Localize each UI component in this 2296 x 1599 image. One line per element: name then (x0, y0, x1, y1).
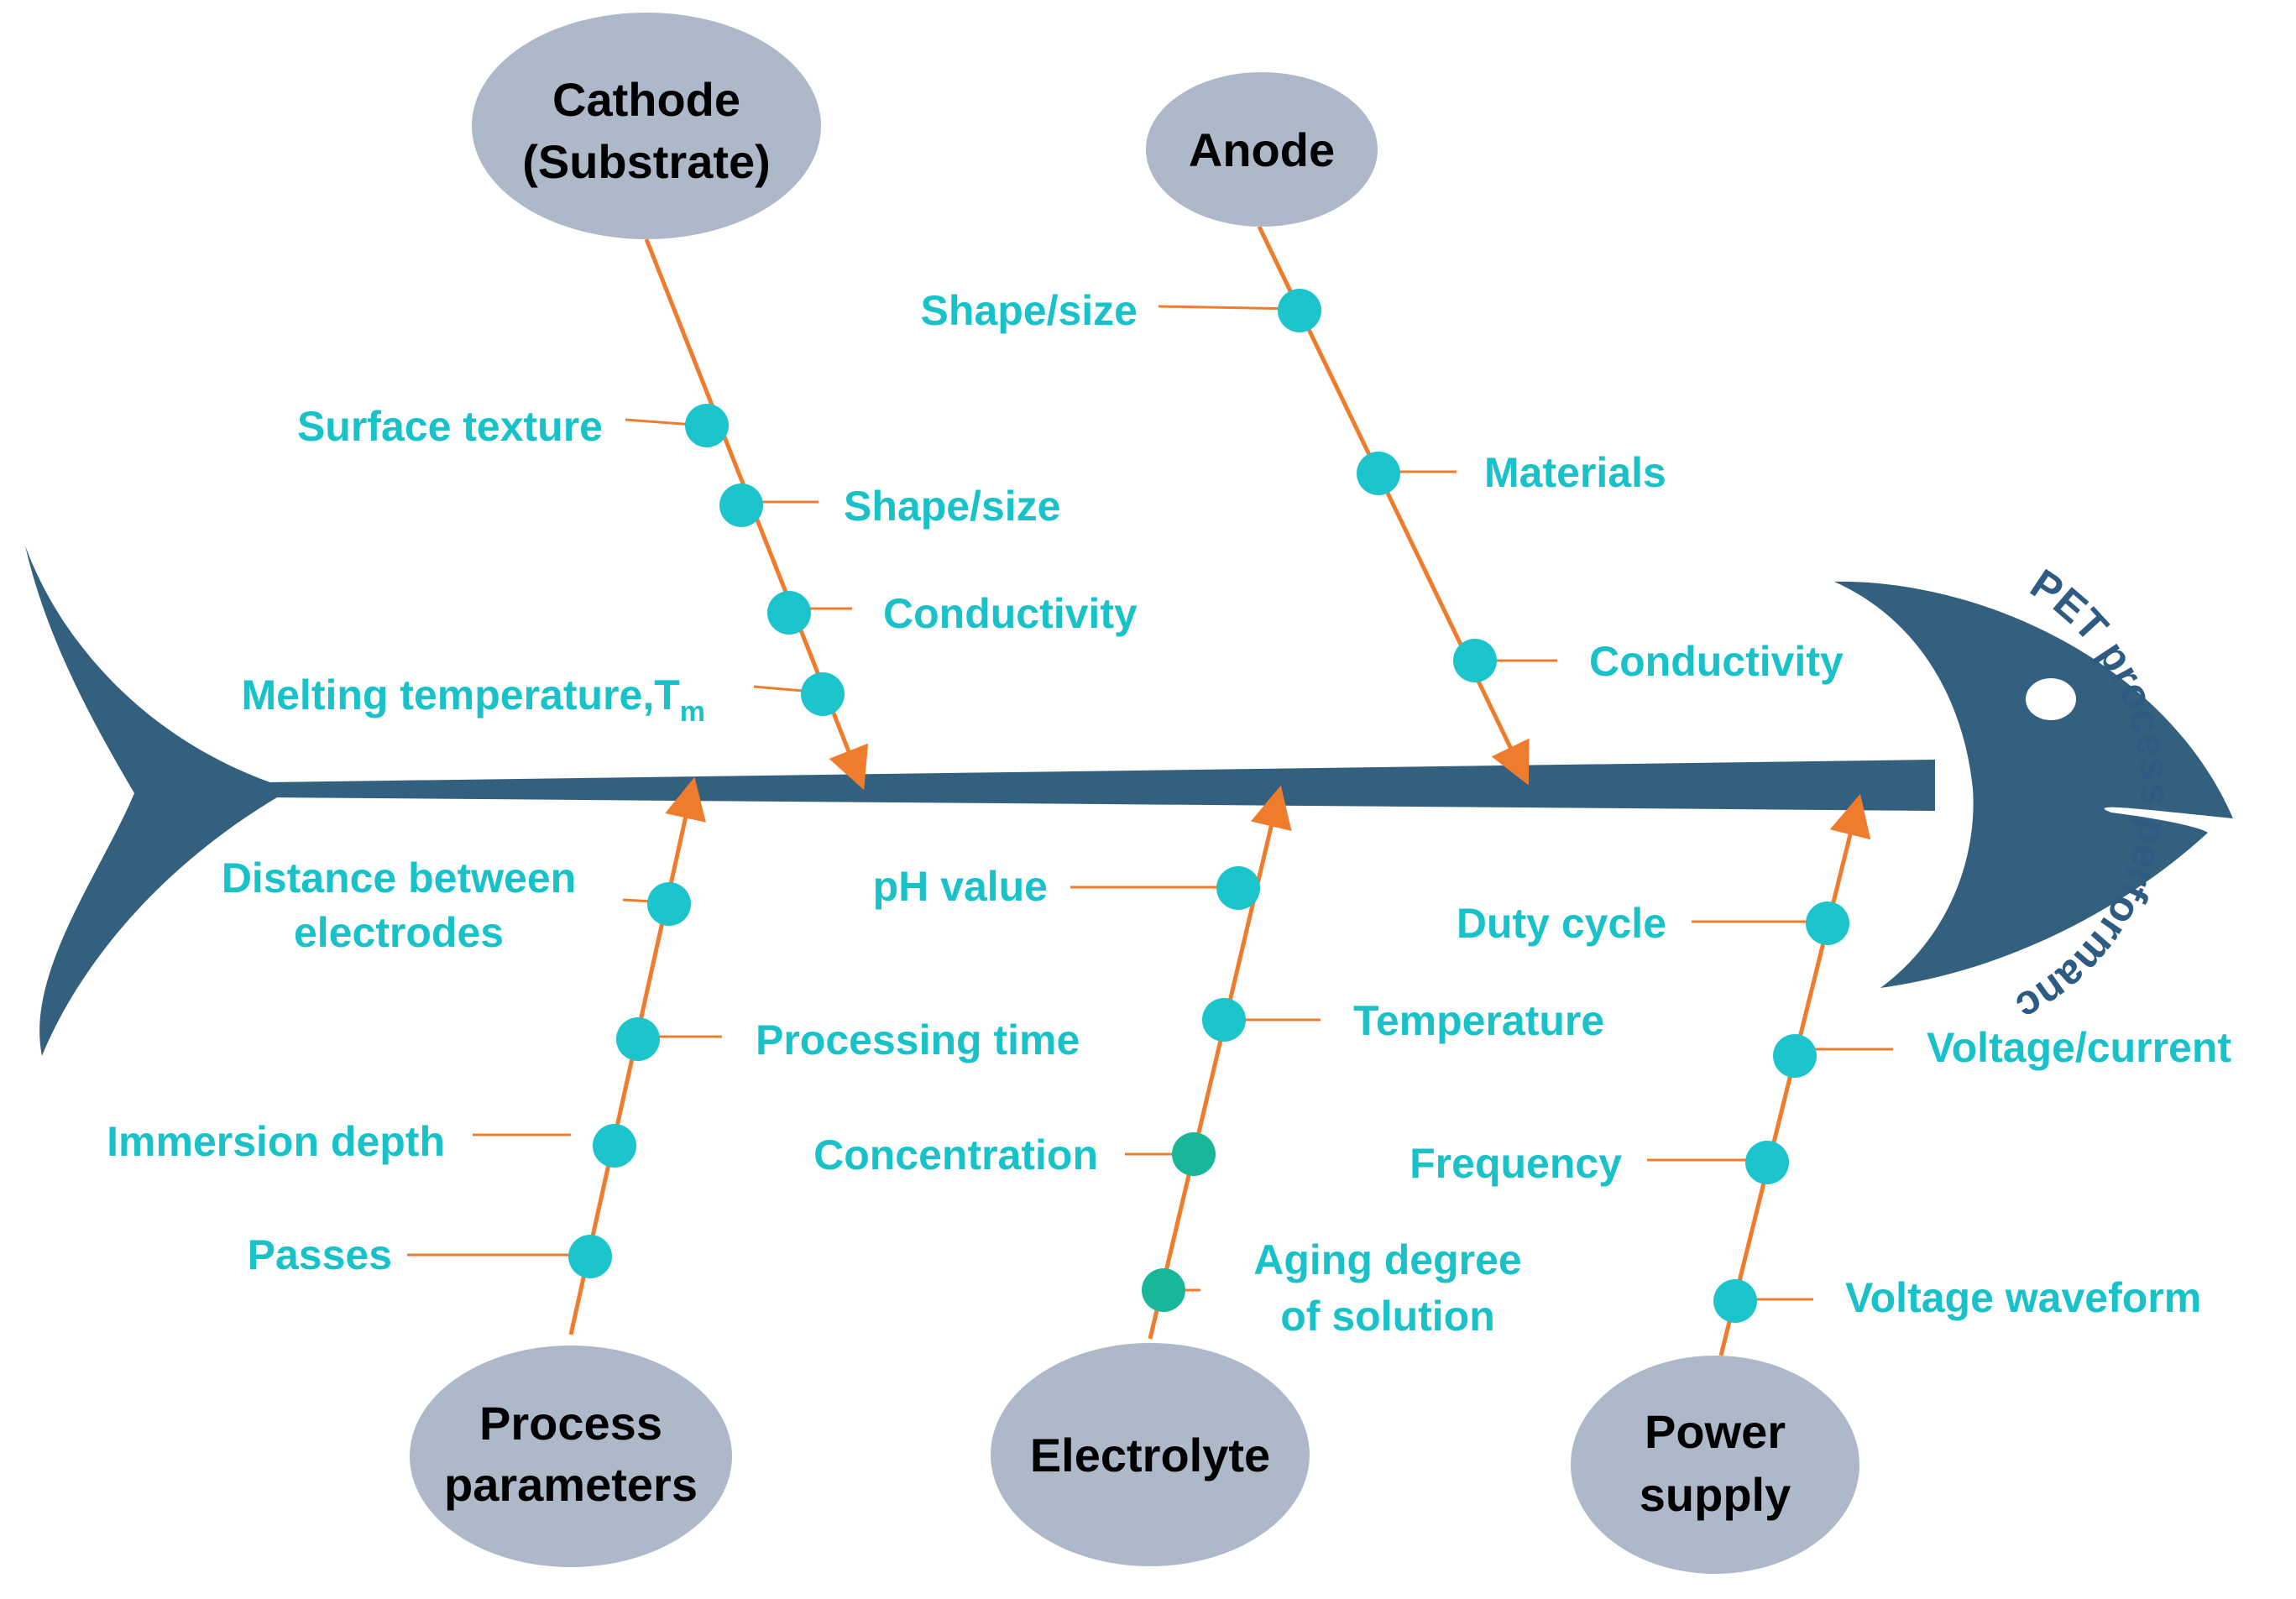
process-node-3 (593, 1124, 636, 1168)
factor-labels: Surface texture Shape/size Conductivity … (107, 287, 2231, 1340)
process-label-1: Process (479, 1397, 662, 1450)
cathode-label-2: (Substrate) (522, 135, 771, 188)
power-factor-duty-cycle: Duty cycle (1457, 900, 1666, 947)
anode-node-2 (1357, 452, 1400, 495)
process-factor-distance-1: Distance between (222, 854, 576, 901)
power-node-1 (1806, 901, 1849, 945)
power-node-3 (1745, 1141, 1789, 1184)
process-factor-immersion-depth: Immersion depth (107, 1118, 445, 1165)
electrolyte-factor-aging-1: Aging degree (1253, 1236, 1521, 1283)
electrolyte-factor-ph: pH value (873, 863, 1048, 910)
power-label-2: supply (1640, 1468, 1791, 1521)
electrolyte-node-4 (1142, 1268, 1185, 1312)
melting-temperature-main: Melting temperature,T (241, 671, 679, 719)
electrolyte-factor-concentration: Concentration (813, 1131, 1098, 1178)
process-node-4 (568, 1235, 612, 1278)
cathode-node-1 (685, 404, 729, 447)
fish-tail (25, 546, 277, 1056)
anode-label: Anode (1189, 123, 1335, 176)
power-node-4 (1713, 1279, 1757, 1323)
electrolyte-label: Electrolyte (1030, 1429, 1270, 1481)
fish-spine (269, 760, 1935, 811)
electrolyte-node-1 (1216, 866, 1260, 910)
process-node-1 (647, 882, 691, 926)
anode-factor-materials: Materials (1484, 449, 1666, 496)
electrolyte-factor-aging-2: of solution (1280, 1293, 1495, 1340)
power-factor-frequency: Frequency (1410, 1140, 1622, 1187)
process-factor-processing-time: Processing time (756, 1016, 1080, 1063)
power-label-1: Power (1645, 1405, 1786, 1458)
electrolyte-ellipse (991, 1343, 1310, 1566)
cathode-node-2 (719, 483, 763, 527)
anode-ellipse (1146, 72, 1378, 227)
process-ellipse (410, 1346, 732, 1567)
cathode-factor-shape-size: Shape/size (844, 483, 1060, 530)
process-label-2: parameters (444, 1458, 698, 1511)
power-factor-voltage-current: Voltage/current (1927, 1024, 2231, 1071)
anode-factor-conductivity: Conductivity (1589, 638, 1844, 685)
process-node-2 (616, 1017, 660, 1061)
cathode-factor-conductivity: Conductivity (883, 590, 1138, 637)
electrolyte-node-3 (1172, 1132, 1216, 1176)
cathode-node-3 (767, 591, 811, 635)
power-node-2 (1773, 1034, 1817, 1078)
power-bone (1718, 793, 1871, 1356)
electrolyte-node-2 (1202, 998, 1246, 1042)
process-factor-distance-2: electrodes (294, 909, 504, 956)
power-ellipse (1571, 1356, 1859, 1574)
power-factor-voltage-waveform: Voltage waveform (1845, 1274, 2201, 1321)
anode-sub-1 (1158, 305, 1298, 311)
fish-head (1834, 581, 2233, 988)
cathode-node-4 (801, 672, 845, 716)
anode-node-3 (1453, 639, 1497, 682)
category-ellipses: Cathode (Substrate) Anode Process parame… (410, 13, 1859, 1574)
anode-node-1 (1278, 289, 1321, 332)
cathode-factor-surface-texture: Surface texture (297, 403, 603, 450)
melting-temperature-subscript: m (680, 696, 705, 728)
cathode-label-1: Cathode (552, 73, 740, 126)
process-factor-passes: Passes (248, 1231, 392, 1278)
cathode-factor-melting-temperature: Melting temperature,Tm (241, 671, 705, 728)
anode-factor-shape-size: Shape/size (921, 287, 1138, 334)
nodes (568, 289, 1849, 1323)
cathode-ellipse (472, 13, 821, 239)
fish-eye (2026, 678, 2076, 720)
electrolyte-factor-temperature: Temperature (1353, 997, 1604, 1044)
